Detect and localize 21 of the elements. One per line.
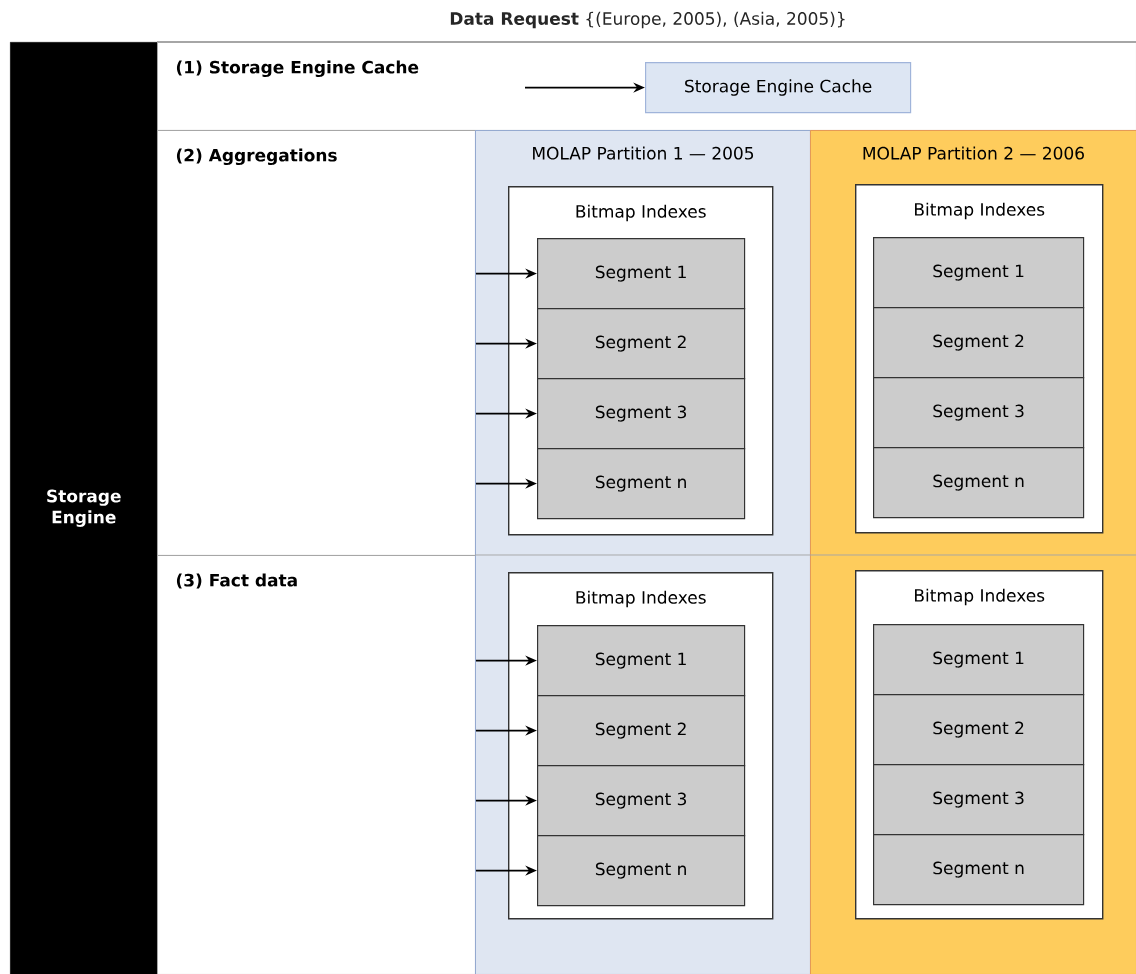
segment-box: Segment 2: [537, 695, 746, 767]
segment-box: Segment 1: [537, 625, 746, 697]
segment-box: Segment 1: [873, 237, 1085, 309]
segment-box: Segment 3: [537, 378, 746, 450]
cache-box: Storage Engine Cache: [645, 62, 912, 114]
segment-box: Segment 1: [873, 624, 1085, 696]
segment-box: Segment n: [873, 447, 1085, 519]
row-band: (2) Aggregations: [157, 130, 476, 556]
title: Data Request {(Europe, 2005), (Asia, 2005)}: [450, 11, 845, 29]
side-band: Storage Engine: [10, 42, 158, 974]
segment-box: Segment 2: [873, 307, 1085, 379]
segment-box: Segment 3: [873, 764, 1085, 836]
segment-box: Segment 2: [873, 694, 1085, 766]
segment-box: Segment n: [537, 835, 746, 907]
segment-box: Segment 2: [537, 308, 746, 380]
segment-box: Segment 3: [873, 377, 1085, 449]
segment-box: Segment n: [873, 834, 1085, 906]
segment-box: Segment n: [537, 448, 746, 520]
segment-box: Segment 1: [537, 238, 746, 310]
segment-box: Segment 3: [537, 765, 746, 837]
row-band: (3) Fact data: [157, 555, 476, 974]
